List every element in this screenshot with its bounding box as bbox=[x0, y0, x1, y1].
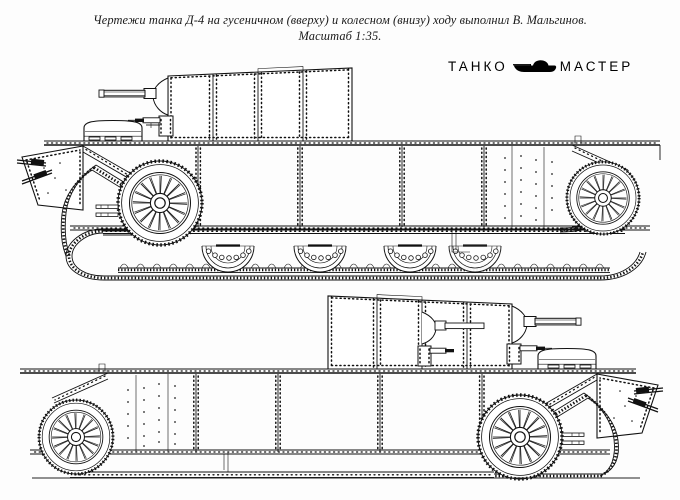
upper-cupola bbox=[83, 119, 143, 142]
upper-mg-sponson bbox=[128, 115, 174, 137]
tank-silhouette-icon bbox=[512, 60, 556, 72]
lower-front-mg-barrels bbox=[627, 386, 664, 413]
logo-word-left: ТАНКО bbox=[448, 59, 508, 74]
lower-rear-road-wheel bbox=[37, 398, 115, 476]
upper-superstructure bbox=[167, 66, 353, 142]
upper-main-gun bbox=[98, 77, 169, 116]
upper-front-drive-wheel bbox=[116, 159, 204, 247]
upper-side-louvres bbox=[95, 204, 119, 217]
upper-rear-skirt bbox=[451, 228, 470, 253]
upper-tank-view bbox=[16, 66, 661, 281]
tankomaster-logo: ТАНКО МАСТЕР bbox=[448, 58, 633, 75]
upper-front-mg-barrels bbox=[16, 158, 53, 185]
lower-main-gun bbox=[421, 305, 582, 345]
lower-tank-view bbox=[20, 294, 664, 481]
lower-front-road-wheel bbox=[476, 393, 564, 481]
lower-mg-sponsons bbox=[417, 343, 552, 367]
lower-cupola bbox=[537, 347, 597, 370]
logo-word-right: МАСТЕР bbox=[559, 59, 634, 74]
upper-rear-drive-wheel bbox=[565, 160, 641, 236]
lower-rear-skirt bbox=[223, 452, 229, 472]
